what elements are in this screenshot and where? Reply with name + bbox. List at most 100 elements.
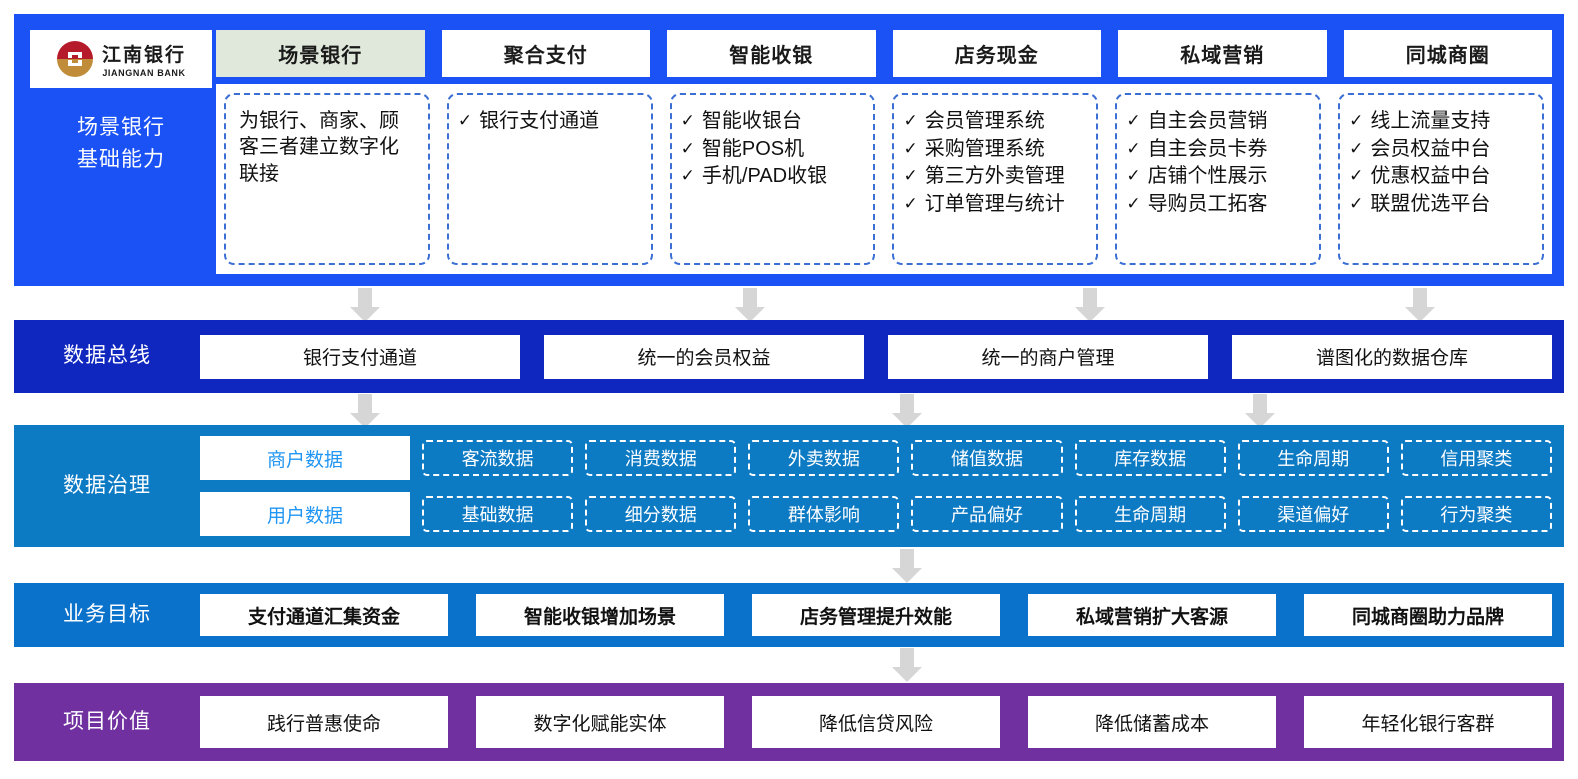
business-goal-item-2[interactable]: 智能收银增加场景 xyxy=(476,594,724,636)
business-goal-section: 业务目标 支付通道汇集资金智能收银增加场景店务管理提升效能私域营销扩大客源同城商… xyxy=(14,583,1564,647)
business-goal-item-1[interactable]: 支付通道汇集资金 xyxy=(200,594,448,636)
scenario-section-label-line1: 场景银行 xyxy=(77,116,165,139)
scenario-bank-section: 江南银行 JIANGNAN BANK 场景银行 基础能力 场景银行聚合支付智能收… xyxy=(14,14,1564,286)
governance-row-2: 用户数据基础数据细分数据群体影响产品偏好生命周期渠道偏好行为聚类 xyxy=(200,492,1552,536)
capability-item-label: 智能收银台 xyxy=(701,110,802,132)
project-value-section: 项目价值 践行普惠使命数字化赋能实体降低信贷风险降低储蓄成本年轻化银行客群 xyxy=(14,683,1564,761)
data-bus-section: 数据总线 银行支付通道统一的会员权益统一的商户管理谱图化的数据仓库 xyxy=(14,320,1564,393)
capability-item-label: 联盟优选平台 xyxy=(1370,192,1491,215)
project-value-label: 项目价值 xyxy=(63,709,151,733)
capability-item-label: 会员管理系统 xyxy=(924,110,1045,132)
capability-item: ✓会员管理系统 xyxy=(903,108,1087,135)
governance-tag[interactable]: 库存数据 xyxy=(1074,440,1226,476)
business-goal-items: 支付通道汇集资金智能收银增加场景店务管理提升效能私域营销扩大客源同城商圈助力品牌 xyxy=(200,594,1564,636)
data-bus-item-4[interactable]: 谱图化的数据仓库 xyxy=(1232,334,1552,379)
tab-4[interactable]: 店务现金 xyxy=(892,30,1101,77)
governance-tag[interactable]: 行为聚类 xyxy=(1400,496,1552,532)
data-bus-items: 银行支付通道统一的会员权益统一的商户管理谱图化的数据仓库 xyxy=(200,334,1564,379)
capability-card-6[interactable]: ✓线上流量支持✓会员权益中台✓优惠权益中台✓联盟优选平台 xyxy=(1338,93,1544,265)
capability-cards: 为银行、商家、顾客三者建立数字化联接✓银行支付通道✓智能收银台✓智能POS机✓手… xyxy=(216,84,1552,274)
flow-arrow-down xyxy=(350,288,380,322)
capability-item: ✓优惠权益中台 xyxy=(1349,163,1533,190)
business-goal-item-4[interactable]: 私域营销扩大客源 xyxy=(1028,594,1276,636)
flow-arrow-down xyxy=(735,288,765,322)
governance-tag[interactable]: 基础数据 xyxy=(422,496,574,532)
capability-item: ✓智能POS机 xyxy=(681,136,865,163)
governance-tag[interactable]: 储值数据 xyxy=(911,440,1063,476)
tab-2[interactable]: 聚合支付 xyxy=(441,30,650,77)
tab-6[interactable]: 同城商圈 xyxy=(1343,30,1552,77)
project-value-items: 践行普惠使命数字化赋能实体降低信贷风险降低储蓄成本年轻化银行客群 xyxy=(200,696,1564,748)
capability-item-label: 自主会员营销 xyxy=(1147,110,1268,132)
project-value-item-3[interactable]: 降低信贷风险 xyxy=(752,696,1000,748)
check-icon: ✓ xyxy=(1126,111,1141,130)
check-icon: ✓ xyxy=(680,138,695,158)
capability-item-label: 订单管理与统计 xyxy=(924,192,1065,215)
data-bus-item-2[interactable]: 统一的会员权益 xyxy=(544,334,864,379)
data-bus-item-1[interactable]: 银行支付通道 xyxy=(200,334,520,379)
business-goal-item-5[interactable]: 同城商圈助力品牌 xyxy=(1304,594,1552,636)
capability-card-2[interactable]: ✓ 银行支付通道 xyxy=(446,93,653,265)
bank-logo-text: 江南银行 JIANGNAN BANK xyxy=(102,40,186,78)
data-governance-grid: 商户数据客流数据消费数据外卖数据储值数据库存数据生命周期信用聚类用户数据基础数据… xyxy=(200,436,1564,536)
check-icon: ✓ xyxy=(903,166,918,186)
capability-item-label: 优惠权益中台 xyxy=(1370,165,1491,188)
project-value-item-2[interactable]: 数字化赋能实体 xyxy=(476,696,724,748)
governance-main-1[interactable]: 商户数据 xyxy=(200,436,410,480)
check-icon: ✓ xyxy=(680,166,695,186)
governance-tag[interactable]: 外卖数据 xyxy=(748,440,900,476)
data-governance-section: 数据治理 商户数据客流数据消费数据外卖数据储值数据库存数据生命周期信用聚类用户数… xyxy=(14,425,1564,547)
governance-main-2[interactable]: 用户数据 xyxy=(200,492,410,536)
capability-card-4[interactable]: ✓会员管理系统 ✓ 采购管理系统 ✓ 第三方外卖管理 ✓订单管理与统计 xyxy=(892,93,1099,265)
tab-5[interactable]: 私域营销 xyxy=(1118,30,1327,77)
scenario-section-label-line2: 基础能力 xyxy=(77,147,165,171)
governance-tag[interactable]: 生命周期 xyxy=(1074,496,1226,532)
business-goal-item-3[interactable]: 店务管理提升效能 xyxy=(752,594,1000,636)
governance-tag[interactable]: 客流数据 xyxy=(422,440,574,476)
check-icon: ✓ xyxy=(1349,111,1364,130)
governance-tag[interactable]: 群体影响 xyxy=(748,496,900,532)
capability-item: ✓订单管理与统计 xyxy=(903,191,1087,218)
check-icon: ✓ xyxy=(903,138,918,158)
capability-item: ✓ 采购管理系统 xyxy=(903,136,1087,163)
capability-item-label: 银行支付通道 xyxy=(479,110,600,132)
capability-card-5[interactable]: ✓自主会员营销✓自主会员卡券✓店铺个性展示✓导购员工拓客 xyxy=(1115,93,1322,265)
check-icon: ✓ xyxy=(1349,193,1364,213)
check-icon: ✓ xyxy=(1126,193,1141,213)
governance-row-1: 商户数据客流数据消费数据外卖数据储值数据库存数据生命周期信用聚类 xyxy=(200,436,1552,480)
capability-item-label: 导购员工拓客 xyxy=(1147,192,1268,215)
capability-item: ✓ 线上流量支持 xyxy=(1349,108,1533,135)
governance-tag[interactable]: 生命周期 xyxy=(1237,440,1389,476)
governance-tag[interactable]: 消费数据 xyxy=(585,440,737,476)
project-value-item-5[interactable]: 年轻化银行客群 xyxy=(1304,696,1552,748)
flow-arrow-down xyxy=(892,394,922,428)
capability-item: ✓ 联盟优选平台 xyxy=(1349,191,1533,218)
governance-tag[interactable]: 细分数据 xyxy=(585,496,737,532)
capability-card-3[interactable]: ✓智能收银台✓智能POS机✓手机/PAD收银 xyxy=(669,93,876,265)
scenario-section-label: 场景银行 基础能力 xyxy=(30,112,212,175)
capability-item-label: 采购管理系统 xyxy=(924,137,1045,160)
capability-text: 为银行、商家、顾客三者建立数字化联接 xyxy=(239,110,399,185)
flow-arrow-down xyxy=(892,549,922,583)
governance-tag[interactable]: 信用聚类 xyxy=(1400,440,1552,476)
data-governance-label: 数据治理 xyxy=(63,473,151,497)
governance-tag[interactable]: 产品偏好 xyxy=(911,496,1063,532)
capability-item: ✓自主会员卡券 xyxy=(1126,136,1310,163)
data-bus-label: 数据总线 xyxy=(63,344,151,368)
capability-card-1[interactable]: 为银行、商家、顾客三者建立数字化联接 xyxy=(224,93,430,265)
capability-item-label: 线上流量支持 xyxy=(1370,110,1491,132)
tab-3[interactable]: 智能收银 xyxy=(667,30,876,77)
governance-tag[interactable]: 渠道偏好 xyxy=(1237,496,1389,532)
check-icon: ✓ xyxy=(680,111,695,130)
check-icon: ✓ xyxy=(1349,138,1364,158)
project-value-item-4[interactable]: 降低储蓄成本 xyxy=(1028,696,1276,748)
bank-logo: 江南银行 JIANGNAN BANK xyxy=(30,30,212,88)
capability-item: ✓ 导购员工拓客 xyxy=(1126,191,1310,218)
project-value-item-1[interactable]: 践行普惠使命 xyxy=(200,696,448,748)
tab-1[interactable]: 场景银行 xyxy=(216,30,425,77)
check-icon: ✓ xyxy=(457,111,473,130)
check-icon: ✓ xyxy=(1126,166,1141,186)
data-bus-item-3[interactable]: 统一的商户管理 xyxy=(888,334,1208,379)
capability-item-label: 第三方外卖管理 xyxy=(924,165,1065,188)
